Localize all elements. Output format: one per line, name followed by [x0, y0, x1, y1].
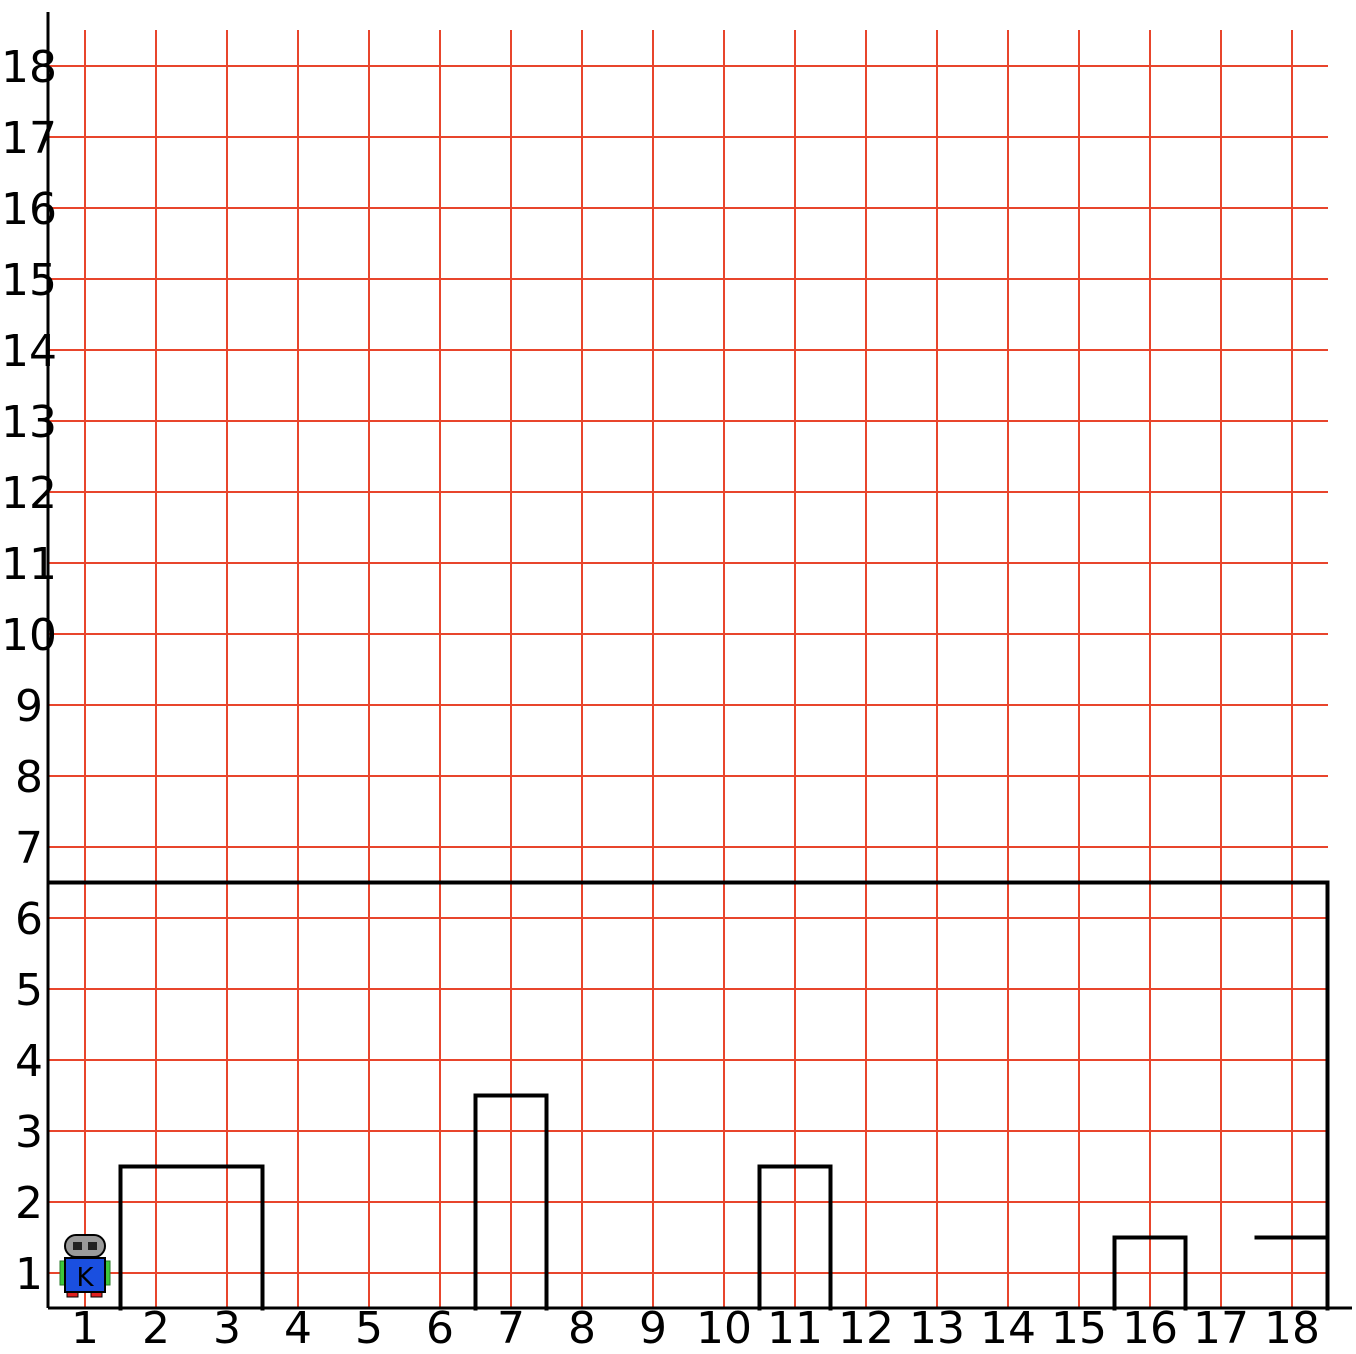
x-tick-label: 6 [426, 1303, 454, 1354]
y-tick-label: 11 [1, 539, 57, 590]
y-tick-label: 12 [1, 468, 57, 519]
x-tick-label: 12 [838, 1303, 894, 1354]
y-tick-label: 10 [1, 610, 57, 661]
x-tick-label: 2 [142, 1303, 170, 1354]
y-tick-label: 4 [15, 1036, 43, 1087]
street-grid [48, 30, 1328, 1308]
x-tick-label: 15 [1051, 1303, 1107, 1354]
y-tick-label: 6 [15, 894, 43, 945]
y-tick-label: 2 [15, 1178, 43, 1229]
x-tick-label: 13 [909, 1303, 965, 1354]
y-tick-label: 18 [1, 42, 57, 93]
y-tick-label: 17 [1, 113, 57, 164]
x-tick-label: 4 [284, 1303, 312, 1354]
y-tick-label: 13 [1, 397, 57, 448]
x-tick-label: 10 [696, 1303, 752, 1354]
x-tick-label: 16 [1122, 1303, 1178, 1354]
x-tick-label: 5 [355, 1303, 383, 1354]
robot-label: K [76, 1263, 94, 1293]
x-tick-label: 7 [497, 1303, 525, 1354]
x-tick-label: 17 [1193, 1303, 1249, 1354]
x-tick-label: 9 [639, 1303, 667, 1354]
x-tick-label: 14 [980, 1303, 1036, 1354]
x-tick-label: 18 [1264, 1303, 1320, 1354]
y-tick-label: 9 [15, 681, 43, 732]
y-tick-label: 1 [15, 1249, 43, 1300]
y-tick-label: 14 [1, 326, 57, 377]
y-tick-label: 16 [1, 184, 57, 235]
x-tick-label: 3 [213, 1303, 241, 1354]
robot-icon: K [59, 1234, 111, 1298]
y-tick-label: 7 [15, 823, 43, 874]
robot-right-eye [88, 1242, 97, 1250]
y-tick-label: 8 [15, 752, 43, 803]
walls [47, 880, 1330, 1311]
x-tick-label: 8 [568, 1303, 596, 1354]
robot-left-eye [73, 1242, 82, 1250]
x-tick-label: 11 [767, 1303, 823, 1354]
y-tick-label: 5 [15, 965, 43, 1016]
axes [46, 12, 1352, 1310]
y-tick-label: 15 [1, 255, 57, 306]
y-tick-label: 3 [15, 1107, 43, 1158]
robot-body [64, 1257, 106, 1293]
robot-head [64, 1234, 106, 1258]
x-tick-label: 1 [71, 1303, 99, 1354]
